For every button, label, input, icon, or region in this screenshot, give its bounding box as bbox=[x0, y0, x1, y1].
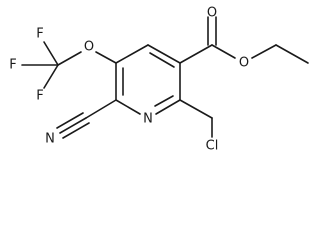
atom-n-ring: N bbox=[143, 112, 153, 127]
atom-n-nitrile: N bbox=[45, 132, 55, 147]
atom-f-left: F bbox=[9, 58, 16, 73]
bond-c3-o bbox=[95, 51, 117, 64]
atom-f-bottom: F bbox=[36, 89, 43, 104]
bond-c2-cn bbox=[85, 99, 117, 119]
bond-cf3-f-top bbox=[43, 41, 59, 66]
trifluoromethoxy-group bbox=[21, 41, 117, 89]
ethyl-ester-group bbox=[179, 16, 309, 64]
atom-labels: O O O N N Cl F F F bbox=[9, 6, 249, 154]
bond-c-n-triple-c bbox=[62, 122, 90, 139]
bond-o-cf3 bbox=[57, 51, 82, 66]
chemical-structure-diagram: O O O N N Cl F F F bbox=[9, 5, 309, 154]
atom-o-carbonyl: O bbox=[207, 6, 217, 21]
bond-c3-c4 bbox=[115, 44, 149, 64]
chloromethyl-group bbox=[179, 99, 213, 138]
bond-ch2-ch3 bbox=[275, 44, 309, 64]
atom-o-ether: O bbox=[84, 40, 94, 55]
bond-c4-c5-inner bbox=[149, 52, 175, 68]
atom-o-ester: O bbox=[239, 56, 249, 71]
bond-c4-c5 bbox=[147, 44, 181, 64]
bond-c5-carbonyl bbox=[179, 44, 213, 64]
atom-f-top: F bbox=[36, 27, 43, 42]
bond-c6-n1-inner bbox=[154, 95, 174, 107]
nitrile-group bbox=[56, 99, 117, 139]
atom-cl: Cl bbox=[206, 139, 219, 154]
bond-o-ch2 bbox=[251, 44, 277, 59]
bond-carbonyl-o-ether bbox=[211, 44, 236, 59]
bond-cf3-f-bottom bbox=[43, 64, 59, 89]
bond-c-n-triple-a bbox=[59, 117, 87, 134]
pyridine-ring bbox=[115, 44, 181, 115]
structure-svg: O O O N N Cl F F F bbox=[9, 6, 309, 154]
bond-c6-n1 bbox=[155, 99, 181, 115]
bond-n1-c2 bbox=[115, 99, 141, 115]
bond-c-n-triple-b bbox=[56, 112, 84, 129]
bond-c6-ch2 bbox=[179, 99, 213, 119]
